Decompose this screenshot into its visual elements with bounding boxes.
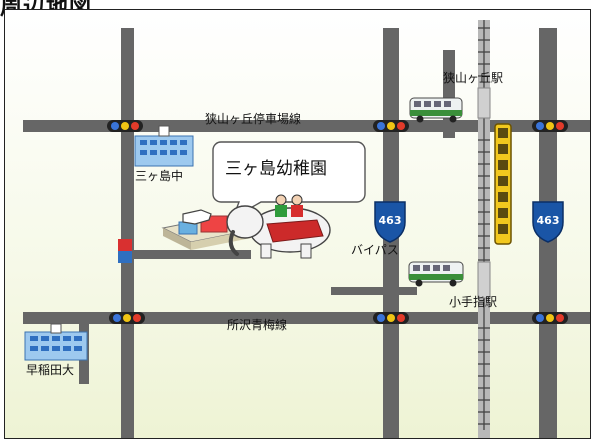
- traffic-light-icon: [107, 120, 143, 132]
- road-label-bypass: バイパス: [351, 243, 399, 257]
- traffic-light-icon: [373, 120, 409, 132]
- label-waseda-univ: 早稲田大: [26, 363, 74, 377]
- kindergarten-name: 三ヶ島幼稚園: [225, 159, 327, 179]
- bus-icon: [409, 97, 463, 123]
- bus-icon: [408, 261, 464, 287]
- school-building-icon: [24, 323, 88, 361]
- school-building-icon: [134, 125, 194, 167]
- station-label-sayamagaoka: 狭山ヶ丘駅: [443, 71, 503, 85]
- route-463-shield-icon: 463: [532, 201, 564, 243]
- traffic-light-icon: [532, 312, 568, 324]
- traffic-light-icon: [109, 312, 145, 324]
- elephant-illustration-icon: [226, 194, 331, 259]
- pointing-hand-icon: [182, 209, 212, 225]
- railway: [477, 20, 491, 438]
- callout-bubble: [212, 141, 366, 220]
- route-number: 463: [537, 214, 560, 227]
- area-map: 三ヶ島中 早稲田大 三ヶ島幼稚園: [4, 9, 591, 439]
- traffic-light-icon: [373, 312, 409, 324]
- label-mikajima-jhs: 三ヶ島中: [135, 168, 183, 183]
- route-number: 463: [379, 214, 402, 227]
- route-463-shield-icon: 463: [374, 201, 406, 243]
- train-icon: [494, 123, 512, 245]
- bus-stop-sign-icon: [118, 239, 132, 263]
- road-label-south: 所沢青梅線: [227, 317, 287, 332]
- road-label-north: 狭山ヶ丘停車場線: [205, 111, 301, 126]
- traffic-light-icon: [532, 120, 568, 132]
- station-label-kotesashi: 小手指駅: [449, 294, 497, 309]
